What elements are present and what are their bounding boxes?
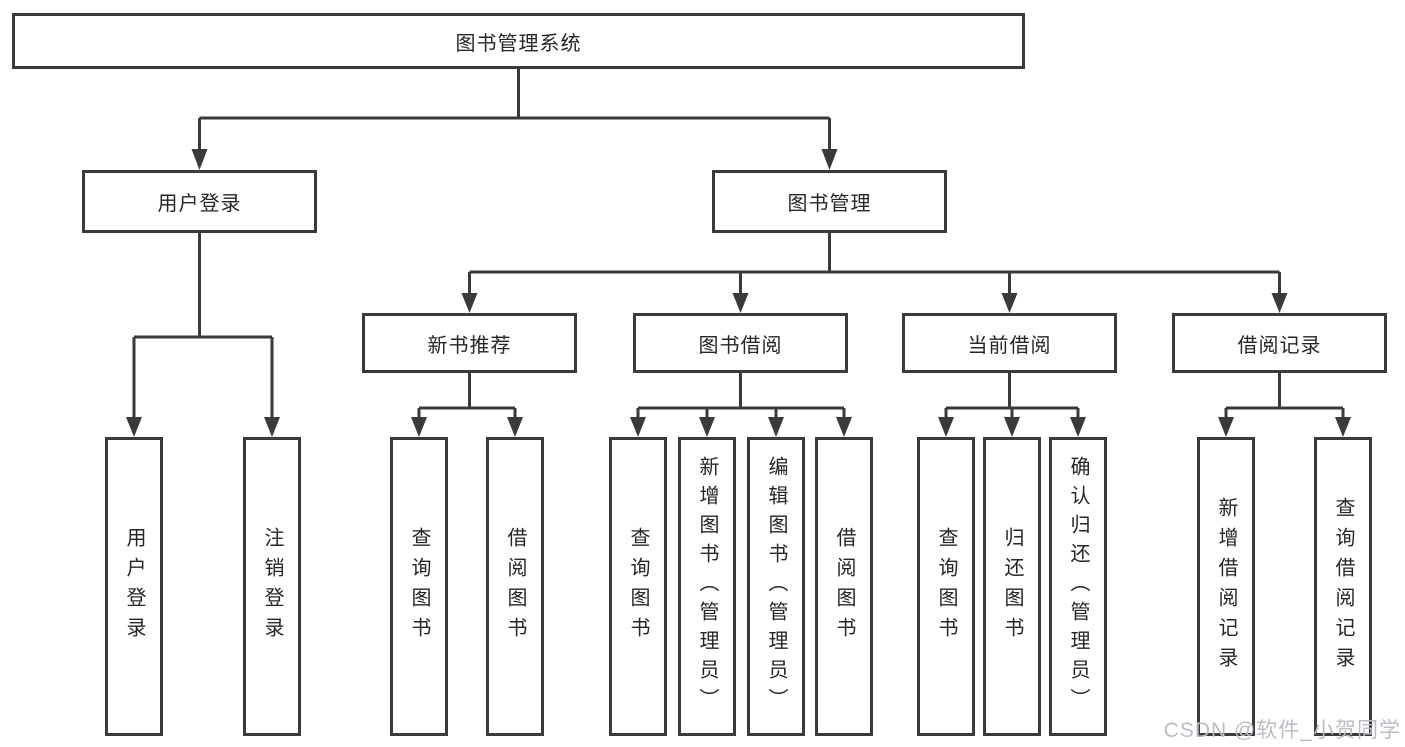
leaf-logout: 注销登录	[243, 437, 301, 736]
leaf-query-borrow-record: 查询借阅记录	[1314, 437, 1372, 736]
leaf-add-borrow-record-label: 新增借阅记录	[1215, 496, 1237, 677]
connector-path	[132, 69, 1345, 420]
node-new-book-recommend-label: 新书推荐	[427, 334, 512, 357]
node-root-label: 图书管理系统	[455, 32, 582, 55]
node-root: 图书管理系统	[12, 13, 1025, 69]
node-book-management-label: 图书管理	[787, 193, 872, 215]
node-user-login: 用户登录	[82, 170, 317, 233]
node-user-login-label: 用户登录	[157, 193, 242, 215]
leaf-borrow-books-label: 借阅图书	[833, 526, 855, 647]
leaf-query-books-borrowing-label: 查询图书	[627, 526, 649, 647]
node-current-borrowing: 当前借阅	[902, 313, 1117, 373]
leaf-confirm-return-admin-label: 确认归还（管理员）	[1067, 456, 1089, 717]
node-current-borrowing-label: 当前借阅	[967, 334, 1052, 357]
node-book-borrowing: 图书借阅	[633, 313, 848, 373]
leaf-add-books-admin-label: 新增图书（管理员）	[696, 456, 718, 717]
leaf-query-books-recommend-label: 查询图书	[408, 526, 430, 647]
leaf-user-login-label: 用户登录	[123, 526, 145, 647]
leaf-logout-label: 注销登录	[261, 526, 283, 647]
node-borrowing-records: 借阅记录	[1172, 313, 1387, 373]
leaf-return-books-label: 归还图书	[1001, 526, 1023, 647]
leaf-return-books: 归还图书	[983, 437, 1041, 736]
leaf-query-borrow-record-label: 查询借阅记录	[1332, 496, 1354, 677]
arrowheads	[126, 149, 1351, 437]
leaf-borrow-books-recommend: 借阅图书	[486, 437, 544, 736]
leaf-borrow-books: 借阅图书	[815, 437, 873, 736]
leaf-query-books-recommend: 查询图书	[390, 437, 448, 736]
csdn-watermark: CSDN @软件_小贺同学	[1163, 719, 1401, 742]
leaf-edit-books-admin: 编辑图书（管理员）	[747, 437, 805, 736]
leaf-query-books-current: 查询图书	[917, 437, 975, 736]
leaf-edit-books-admin-label: 编辑图书（管理员）	[765, 456, 787, 717]
node-book-management: 图书管理	[712, 170, 947, 233]
leaf-borrow-books-recommend-label: 借阅图书	[504, 526, 526, 647]
leaf-add-borrow-record: 新增借阅记录	[1197, 437, 1255, 736]
leaf-add-books-admin: 新增图书（管理员）	[678, 437, 736, 736]
leaf-query-books-current-label: 查询图书	[935, 526, 957, 647]
node-borrowing-records-label: 借阅记录	[1237, 334, 1322, 357]
node-new-book-recommend: 新书推荐	[362, 313, 577, 373]
leaf-query-books-borrowing: 查询图书	[609, 437, 667, 736]
leaf-user-login: 用户登录	[105, 437, 163, 736]
node-book-borrowing-label: 图书借阅	[698, 334, 783, 357]
leaf-confirm-return-admin: 确认归还（管理员）	[1049, 437, 1107, 736]
